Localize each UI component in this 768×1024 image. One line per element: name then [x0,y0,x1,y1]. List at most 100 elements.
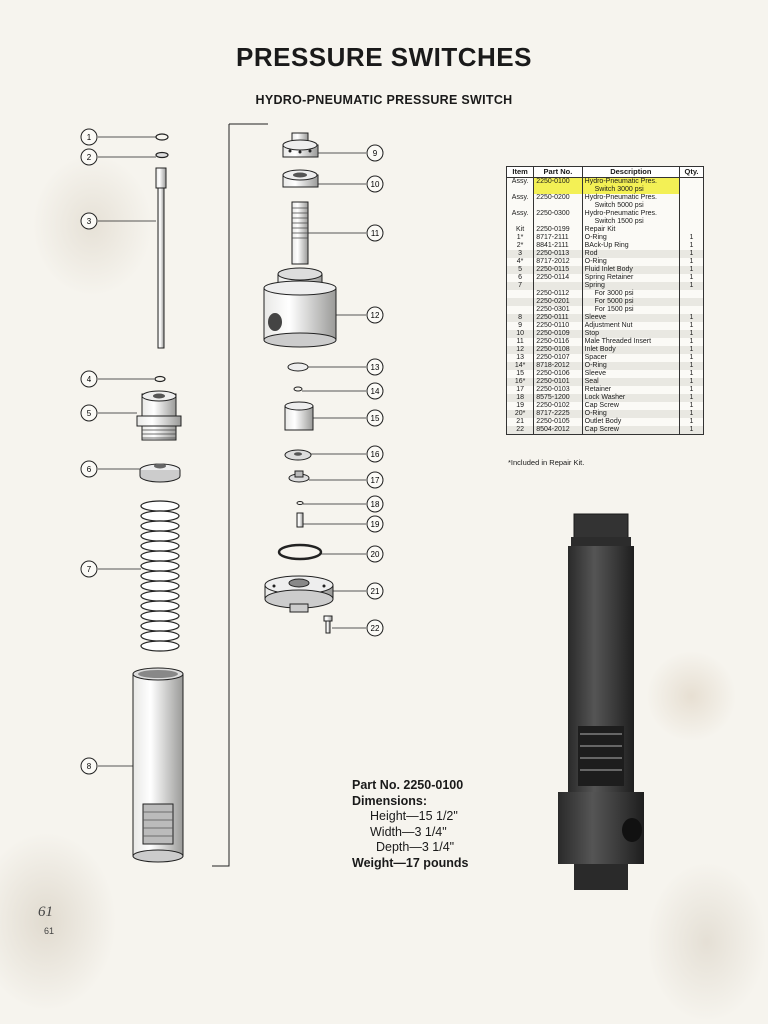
callout-label: 4 [87,375,92,384]
cell-item: 16* [505,378,535,386]
cell-qty [679,194,704,202]
cell-qty: 1 [679,338,704,346]
cell-item: 21 [505,418,535,426]
cell-item [505,202,535,210]
cell-part-no [533,202,583,210]
cell-part-no: 2250-0114 [533,274,583,282]
cell-description: Seal [581,378,681,386]
spec-width: Width—3 1/4" [370,824,447,839]
cell-description: Retainer [581,386,681,394]
callout-label: 21 [371,587,380,596]
part-7-spring [140,500,180,652]
cell-qty: 1 [679,250,704,258]
part-8-sleeve [132,667,184,863]
part-14-o-ring [293,386,303,392]
cell-part-no: 8718-2012 [533,362,583,370]
cell-qty [679,186,704,194]
callout-label: 20 [371,550,380,559]
cell-item: 8 [505,314,535,322]
cell-part-no: 2250-0102 [533,402,583,410]
cell-item: 9 [505,322,535,330]
header-part-no: Part No. [533,166,583,178]
cell-part-no: 2250-0101 [533,378,583,386]
callout-14: 14 [366,382,384,400]
cell-qty [679,218,704,226]
cell-qty: 1 [679,242,704,250]
cell-description: Switch 3000 psi [581,186,681,194]
cell-qty: 1 [679,378,704,386]
cell-description: Inlet Body [581,346,681,354]
callout-label: 14 [371,387,380,396]
part-3-rod [155,167,167,349]
callout-label: 7 [87,565,92,574]
callout-4: 4 [80,370,98,388]
cell-description: Lock Washer [581,394,681,402]
cell-item: Assy. [505,177,535,186]
cell-description: Hydro-Pneumatic Pres. [581,210,681,218]
cell-description: Rod [581,250,681,258]
cell-part-no: 8841-2111 [533,242,583,250]
cell-part-no: 2250-0100 [533,177,583,186]
cell-item [505,306,535,314]
cell-item: 6 [505,274,535,282]
cell-description: Stop [581,330,681,338]
cell-qty: 1 [679,394,704,402]
cell-qty [679,298,704,306]
handwritten-page-number: 61 [38,904,53,920]
part-17-retainer [288,470,310,483]
cell-qty: 1 [679,274,704,282]
callout-18: 18 [366,495,384,513]
callout-label: 11 [371,229,380,238]
cell-part-no: 2250-0200 [533,194,583,202]
callout-12: 12 [366,306,384,324]
cell-description: Male Threaded Insert [581,338,681,346]
cell-item: 2* [505,242,535,250]
cell-part-no: 8717-2012 [533,258,583,266]
cell-qty: 1 [679,426,704,435]
parts-list-table: Item Part No. Description Qty. Assy.2250… [505,166,704,435]
cell-qty: 1 [679,282,704,290]
cell-description: Sleeve [581,314,681,322]
cell-qty: 1 [679,258,704,266]
cell-description: Adjustment Nut [581,322,681,330]
cell-qty [679,226,704,234]
cell-description: Cap Screw [581,402,681,410]
cell-description: Outlet Body [581,418,681,426]
cell-description: Spacer [581,354,681,362]
callout-20: 20 [366,545,384,563]
callout-label: 2 [87,153,92,162]
spec-depth: Depth—3 1/4" [376,840,455,854]
cell-description: Repair Kit [581,226,681,234]
cell-description: Spring [581,282,681,290]
cell-item: 18 [505,394,535,402]
part-22-cap-screw [323,615,333,634]
cell-item: 13 [505,354,535,362]
cell-part-no: 2250-0110 [533,322,583,330]
cell-item: 3 [505,250,535,258]
callout-label: 6 [87,465,92,474]
cell-part-no [533,282,583,290]
cell-part-no: 8717-2225 [533,410,583,418]
callout-label: 17 [371,476,380,485]
parts-table-header: Item Part No. Description Qty. [505,166,704,178]
cell-description: O-Ring [581,362,681,370]
callout-label: 12 [371,311,380,320]
callout-label: 8 [87,762,92,771]
cell-qty: 1 [679,402,704,410]
cell-description: BAck-Up Ring [581,242,681,250]
